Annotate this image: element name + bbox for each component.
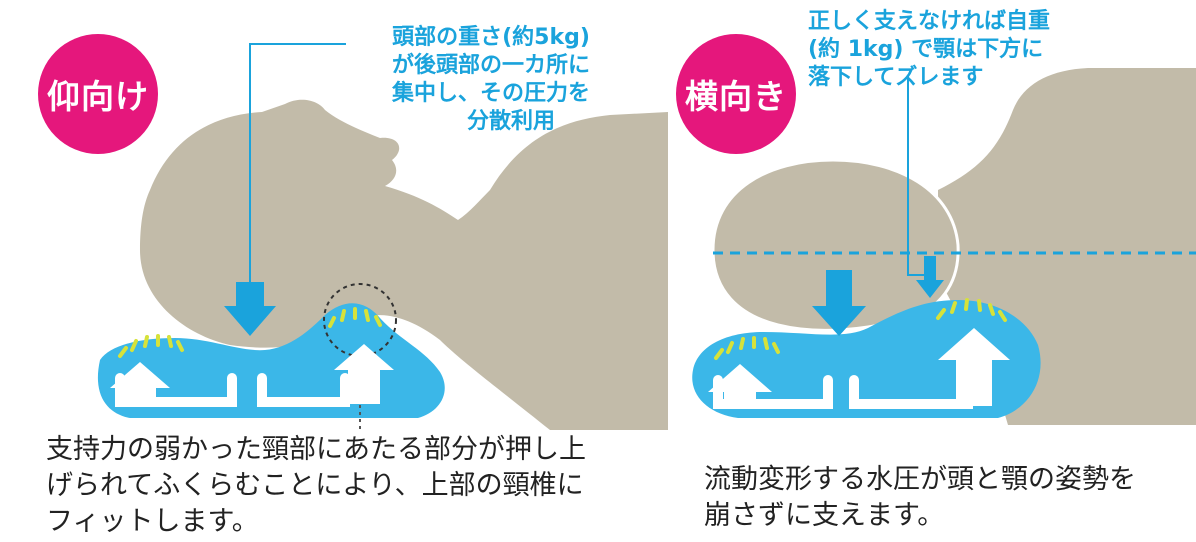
supine-illustration — [97, 43, 668, 431]
side-caption: 流動変形する水圧が頭と顎の姿勢を 崩さずに支えます。 — [704, 462, 1184, 534]
supine-caption-line-3: フィットします。 — [46, 506, 259, 537]
supine-callout-line-4: 分散利用 — [466, 109, 555, 134]
side-callout-line — [907, 75, 930, 276]
supine-callout: 頭部の重さ(約5kg) が後頭部の一カ所に 集中し、その圧力を 分散利用 — [356, 24, 626, 136]
supine-up-arrow-right — [334, 344, 394, 404]
supine-badge: 仰向け — [38, 34, 158, 154]
supine-callout-line-2: が後頭部の一カ所に — [391, 53, 590, 78]
side-spring-ticks — [714, 298, 1007, 360]
side-caption-line-2: 崩さずに支えます。 — [704, 500, 945, 531]
side-small-down-arrow — [916, 256, 944, 298]
side-callout: 正しく支えなければ自重 (約 1kg) で顎は下方に 落下してズレます — [808, 8, 1108, 92]
supine-caption-line-1: 支持力の弱かった頸部にあたる部分が押し上 — [46, 434, 586, 465]
supine-up-arrow-left — [110, 362, 170, 404]
supine-down-arrow — [224, 282, 276, 336]
side-down-arrow — [812, 270, 866, 336]
side-callout-line-2: (約 1kg) で顎は下方に — [808, 37, 1044, 62]
side-pillow — [692, 300, 1041, 418]
supine-panel: 仰向け 頭部の重さ(約5kg) が後頭部の一カ所に 集中し、その圧力を 分散利用… — [38, 24, 668, 540]
supine-spring-ticks — [118, 307, 382, 358]
supine-caption-line-2: げられてふくらむことにより、上部の頸椎に — [46, 470, 584, 501]
supine-callout-line-3: 集中し、その圧力を — [391, 81, 590, 106]
supine-callout-line-1: 頭部の重さ(約5kg) — [392, 25, 590, 50]
side-callout-line-3: 落下してズレます — [808, 65, 984, 90]
side-badge-label: 横向き — [685, 77, 787, 116]
side-up-arrow-left — [708, 364, 772, 406]
supine-callout-line — [249, 43, 346, 285]
side-callout-line-1: 正しく支えなければ自重 — [808, 9, 1051, 34]
supine-badge-label: 仰向け — [47, 77, 149, 116]
side-illustration — [692, 68, 1196, 425]
supine-caption: 支持力の弱かった頸部にあたる部分が押し上 げられてふくらむことにより、上部の頸椎… — [46, 432, 666, 540]
side-caption-line-1: 流動変形する水圧が頭と顎の姿勢を — [704, 464, 1136, 495]
side-head-silhouette — [711, 158, 960, 332]
side-badge: 横向き — [676, 34, 796, 154]
side-up-arrow-right — [938, 328, 1010, 406]
supine-head-silhouette — [140, 99, 668, 431]
supine-chambers — [115, 373, 350, 407]
side-panel: 横向き 正しく支えなければ自重 (約 1kg) で顎は下方に 落下してズレます … — [668, 0, 1196, 542]
